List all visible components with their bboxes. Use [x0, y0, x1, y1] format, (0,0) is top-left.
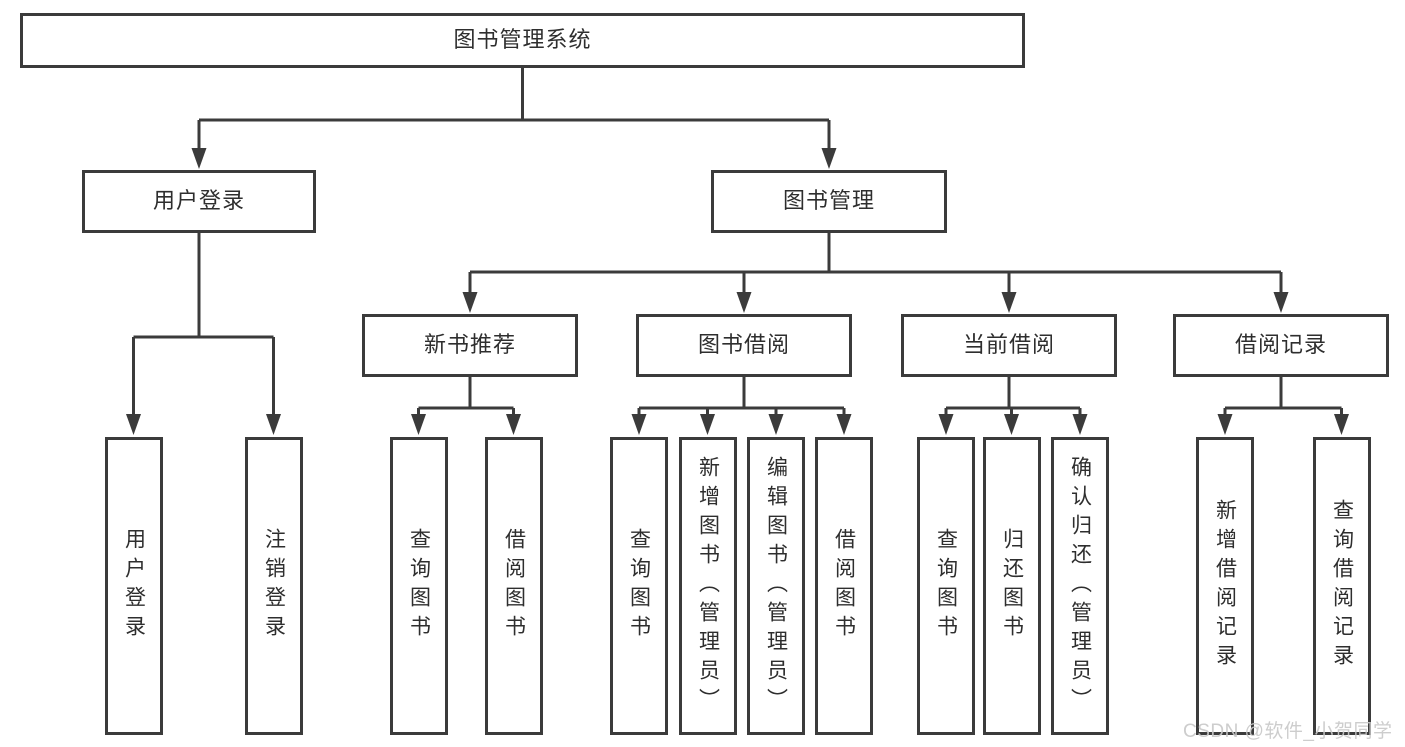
node-leaf-records-query-label: 查询借阅记录: [1330, 499, 1354, 673]
node-new-book-rec-label: 新书推荐: [423, 332, 516, 358]
node-book-mgmt-label: 图书管理: [782, 188, 875, 214]
node-root-label: 图书管理系统: [453, 27, 592, 53]
arrowhead: [506, 414, 521, 435]
arrowhead: [126, 414, 141, 435]
node-leaf-borrow-add: 新增图书（管理员）: [679, 437, 737, 735]
csdn-watermark: CSDN @软件_小贺同学: [1183, 721, 1393, 742]
node-leaf-records-add-label: 新增借阅记录: [1213, 499, 1237, 673]
node-leaf-records-query: 查询借阅记录: [1313, 437, 1371, 735]
arrowhead: [938, 414, 954, 435]
node-leaf-records-add: 新增借阅记录: [1196, 437, 1254, 735]
arrowhead: [1004, 414, 1019, 435]
node-book-mgmt: 图书管理: [711, 170, 947, 233]
node-leaf-user-login-label: 用户登录: [122, 528, 146, 644]
node-leaf-borrow-borrow-label: 借阅图书: [832, 528, 856, 644]
connector-user-login-to-children: [126, 231, 281, 435]
node-leaf-current-query: 查询图书: [917, 437, 975, 735]
arrowhead: [631, 414, 647, 435]
arrowhead: [836, 414, 852, 435]
node-leaf-newbook-query-label: 查询图书: [407, 528, 431, 644]
node-leaf-current-return-label: 归还图书: [1000, 528, 1024, 644]
connector-book-mgmt-to-level3: [462, 231, 1289, 313]
arrowhead: [700, 414, 715, 435]
arrowhead: [411, 414, 426, 435]
node-current-borrow: 当前借阅: [901, 314, 1117, 377]
arrowhead: [736, 292, 752, 313]
arrowhead: [768, 414, 784, 435]
arrowhead: [1001, 292, 1017, 313]
arrowhead: [1217, 414, 1233, 435]
node-leaf-current-confirm: 确认归还（管理员）: [1051, 437, 1109, 735]
arrowhead: [191, 148, 207, 169]
node-book-borrow: 图书借阅: [636, 314, 852, 377]
node-borrow-records: 借阅记录: [1173, 314, 1389, 377]
arrowhead: [1072, 414, 1088, 435]
node-leaf-current-confirm-label: 确认归还（管理员）: [1068, 455, 1092, 717]
node-leaf-current-query-label: 查询图书: [934, 528, 958, 644]
node-leaf-borrow-borrow: 借阅图书: [815, 437, 873, 735]
node-borrow-records-label: 借阅记录: [1234, 332, 1327, 358]
node-leaf-borrow-query-label: 查询图书: [627, 528, 651, 644]
node-leaf-logout-label: 注销登录: [262, 528, 286, 644]
arrowhead: [821, 148, 837, 169]
arrowhead: [1334, 414, 1349, 435]
node-leaf-borrow-add-label: 新增图书（管理员）: [696, 455, 720, 717]
node-leaf-newbook-borrow: 借阅图书: [485, 437, 543, 735]
node-leaf-borrow-query: 查询图书: [610, 437, 668, 735]
node-root: 图书管理系统: [20, 13, 1025, 68]
arrowhead: [266, 414, 281, 435]
node-leaf-logout: 注销登录: [245, 437, 303, 735]
node-user-login: 用户登录: [82, 170, 316, 233]
node-leaf-borrow-edit: 编辑图书（管理员）: [747, 437, 805, 735]
node-book-borrow-label: 图书借阅: [697, 332, 790, 358]
connector-borrow-records-to-children: [1217, 375, 1349, 435]
connector-new-book-rec-to-children: [411, 375, 521, 435]
arrowhead: [462, 292, 478, 313]
arrowhead: [1273, 292, 1289, 313]
connector-root-to-level2: [191, 66, 837, 169]
connector-current-borrow-to-children: [938, 375, 1088, 435]
node-leaf-current-return: 归还图书: [983, 437, 1041, 735]
node-user-login-label: 用户登录: [152, 188, 245, 214]
connector-book-borrow-to-children: [631, 375, 852, 435]
node-leaf-borrow-edit-label: 编辑图书（管理员）: [764, 455, 788, 717]
node-new-book-rec: 新书推荐: [362, 314, 578, 377]
node-leaf-user-login: 用户登录: [105, 437, 163, 735]
node-leaf-newbook-query: 查询图书: [390, 437, 448, 735]
node-leaf-newbook-borrow-label: 借阅图书: [502, 528, 526, 644]
node-current-borrow-label: 当前借阅: [962, 332, 1055, 358]
